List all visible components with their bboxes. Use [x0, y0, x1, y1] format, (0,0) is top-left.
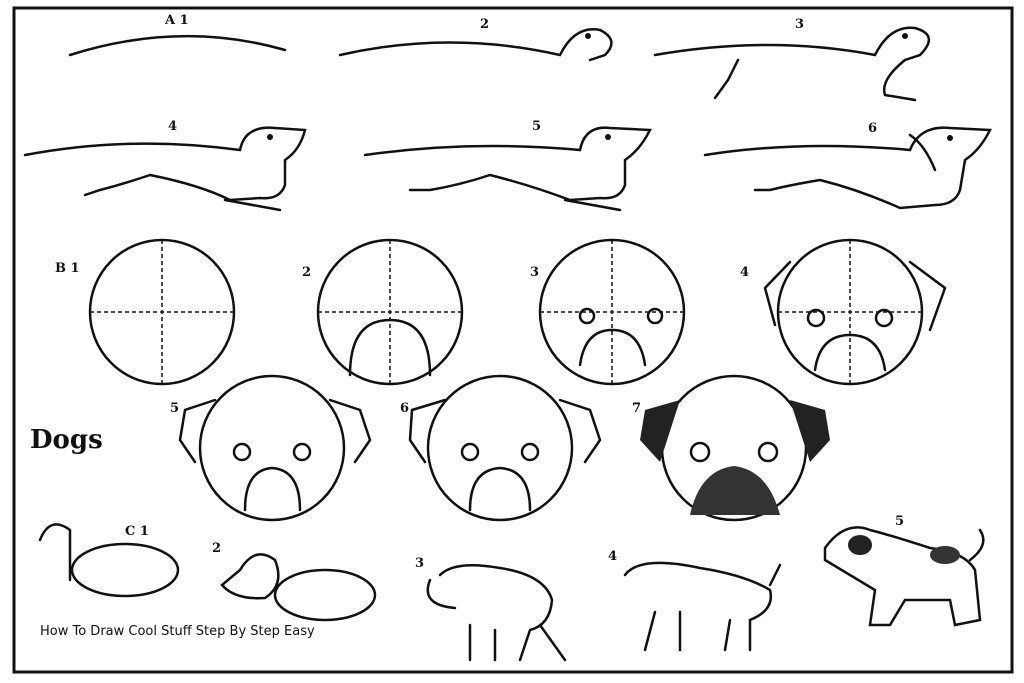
label-b6: 6 [400, 401, 409, 416]
label-c1: C 1 [125, 524, 149, 539]
label-a6: 6 [868, 121, 877, 136]
label-b1: B 1 [55, 261, 80, 276]
label-c5: 5 [895, 514, 904, 529]
label-c2: 2 [212, 541, 221, 556]
puppy-steps [38, 523, 985, 662]
pug-face-steps [88, 238, 947, 522]
label-b4: 4 [740, 265, 749, 280]
label-a1: A 1 [164, 13, 189, 28]
label-a4: 4 [168, 119, 177, 134]
page-border [12, 6, 1014, 674]
label-b7: 7 [632, 401, 641, 416]
label-a5: 5 [532, 119, 541, 134]
image-caption: How To Draw Cool Stuff Step By Step Easy [40, 624, 315, 639]
label-b5: 5 [170, 401, 179, 416]
label-a2: 2 [480, 17, 489, 32]
page-title: Dogs [30, 425, 103, 455]
label-c4: 4 [608, 549, 617, 564]
label-c3: 3 [415, 556, 424, 571]
dachshund-steps [23, 26, 992, 212]
label-a3: 3 [795, 17, 804, 32]
label-b2: 2 [302, 265, 311, 280]
label-b3: 3 [530, 265, 539, 280]
